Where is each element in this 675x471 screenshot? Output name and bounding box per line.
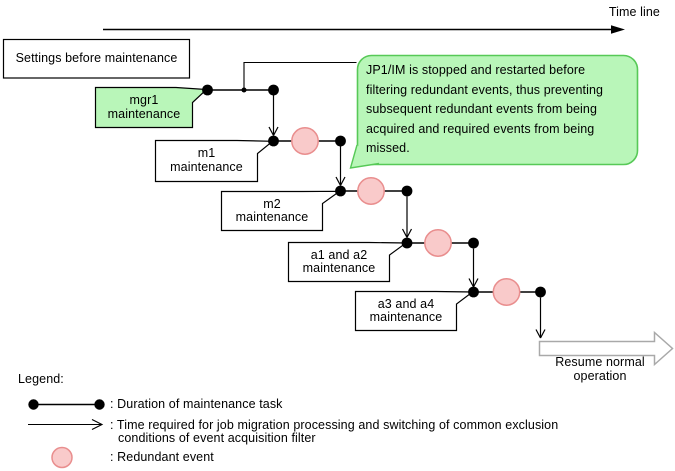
legend-title: Legend:: [18, 372, 64, 386]
task-name: a1 and a2: [310, 247, 368, 262]
leader-junction-dot: [241, 87, 247, 93]
note-bubble: [349, 54, 639, 169]
redundant-event-circle: [291, 127, 319, 155]
note-line: acquired and required events from being: [366, 121, 595, 136]
legend-migration-label: : Time required for job migration proces…: [110, 419, 558, 445]
legend-migration-line2: conditions of event acquisition filter: [118, 431, 316, 445]
task-box-m1: [154, 139, 275, 183]
task-suffix: maintenance: [170, 159, 243, 174]
task-suffix: maintenance: [235, 210, 309, 224]
task-endpoint-dots: [202, 84, 546, 298]
task-box-a1-a2-label: a1 and a2 maintenance: [288, 242, 390, 282]
note-bubble-tail: [349, 144, 380, 169]
timeline-label: Time line: [608, 5, 660, 19]
resume-line1: Resume normal: [555, 355, 645, 369]
task-box-mgr1: [94, 86, 208, 129]
task-suffix: maintenance: [369, 310, 443, 324]
note-leader-line: [243, 61, 357, 89]
task-box-a3-a4-label: a3 and a4 maintenance: [355, 291, 457, 331]
task-box-mgr1-label: mgr1 maintenance: [95, 87, 193, 128]
settings-box: [2, 38, 191, 79]
resume-operation-label: Resume normal operation: [538, 355, 662, 383]
resume-line2: operation: [573, 368, 627, 383]
note-line: filtering redundant events, thus prevent…: [366, 82, 604, 97]
note-line: JP1/IM is stopped and restarted before: [366, 63, 586, 77]
migration-connector-arrows: [268, 95, 546, 339]
redundant-event-circle: [357, 177, 385, 205]
settings-box-label: Settings before maintenance: [3, 39, 190, 78]
legend-redundant-label: : Redundant event: [110, 450, 214, 464]
task-name: mgr1: [129, 93, 159, 107]
legend-duration-glyph: [28, 399, 105, 410]
task-box-a3-a4: [354, 290, 475, 332]
note-line: missed.: [366, 141, 410, 156]
task-name: a3 and a4: [377, 296, 435, 311]
task-box-m2-label: m2 maintenance: [221, 191, 323, 231]
settings-box-text: Settings before maintenance: [15, 50, 178, 65]
legend-migration-arrow-glyph: [28, 419, 104, 430]
timeline-arrow: [103, 25, 625, 34]
task-box-m2: [220, 190, 342, 232]
note-text: JP1/IM is stopped and restarted before f…: [366, 61, 631, 159]
note-bubble-body: [356, 54, 639, 166]
task-box-a1-a2: [287, 241, 408, 283]
legend-duration-label: : Duration of maintenance task: [110, 397, 283, 411]
task-name: m1: [197, 146, 216, 160]
legend-redundant-event-glyph: [51, 446, 73, 469]
redundant-event-circle: [424, 229, 452, 257]
task-name: m2: [263, 196, 281, 211]
task-suffix: maintenance: [302, 261, 376, 275]
task-box-m1-label: m1 maintenance: [155, 140, 258, 181]
redundant-event-circle: [492, 278, 521, 306]
task-suffix: maintenance: [107, 106, 181, 121]
note-line: subsequent redundant events from being: [366, 102, 598, 117]
resume-operation-arrow: [538, 330, 674, 367]
legend-migration-line1: : Time required for job migration proces…: [110, 418, 559, 432]
redundant-event-circles: [291, 127, 521, 306]
